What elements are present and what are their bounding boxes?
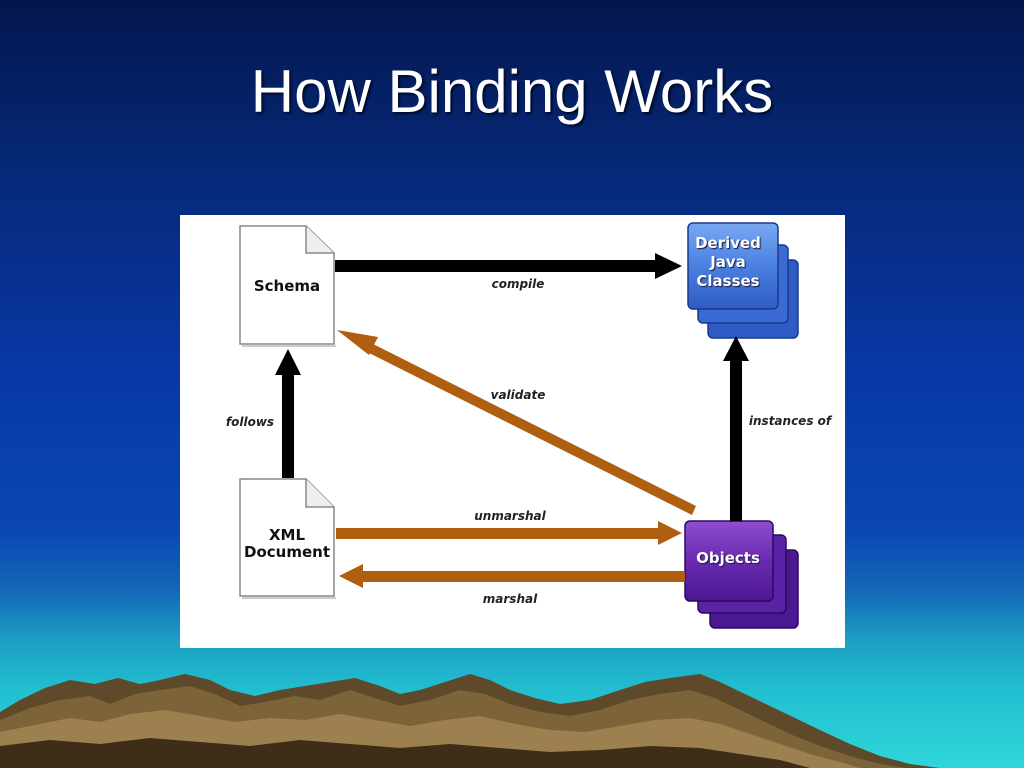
compile-label: compile bbox=[491, 277, 545, 291]
validate-label: validate bbox=[490, 388, 546, 402]
derived-classes-stack-icon bbox=[687, 222, 799, 339]
instances-of-label: instances of bbox=[748, 414, 832, 428]
objects-stack-icon bbox=[684, 520, 799, 629]
mountain-range-decoration bbox=[0, 674, 940, 768]
schema-document-icon bbox=[239, 225, 336, 347]
xml-document-label: XML Document bbox=[244, 526, 330, 561]
schema-label: Schema bbox=[253, 277, 321, 295]
slide-title: How Binding Works bbox=[250, 58, 774, 125]
unmarshal-label: unmarshal bbox=[474, 509, 546, 523]
validate-arrow bbox=[337, 330, 696, 515]
binding-diagram: Schema XML Document Derived Java Classes… bbox=[180, 215, 845, 648]
follows-arrow bbox=[275, 349, 301, 478]
objects-label: Objects bbox=[696, 549, 760, 567]
marshal-label: marshal bbox=[482, 592, 538, 606]
xml-document-icon bbox=[239, 478, 336, 599]
compile-arrow bbox=[335, 253, 682, 279]
marshal-arrow bbox=[339, 564, 685, 588]
unmarshal-arrow bbox=[336, 521, 682, 545]
diagram-graphics bbox=[239, 222, 799, 629]
derived-classes-label: Derived Java Classes bbox=[695, 234, 761, 290]
follows-label: follows bbox=[225, 415, 275, 429]
instances-of-arrow bbox=[723, 336, 749, 521]
